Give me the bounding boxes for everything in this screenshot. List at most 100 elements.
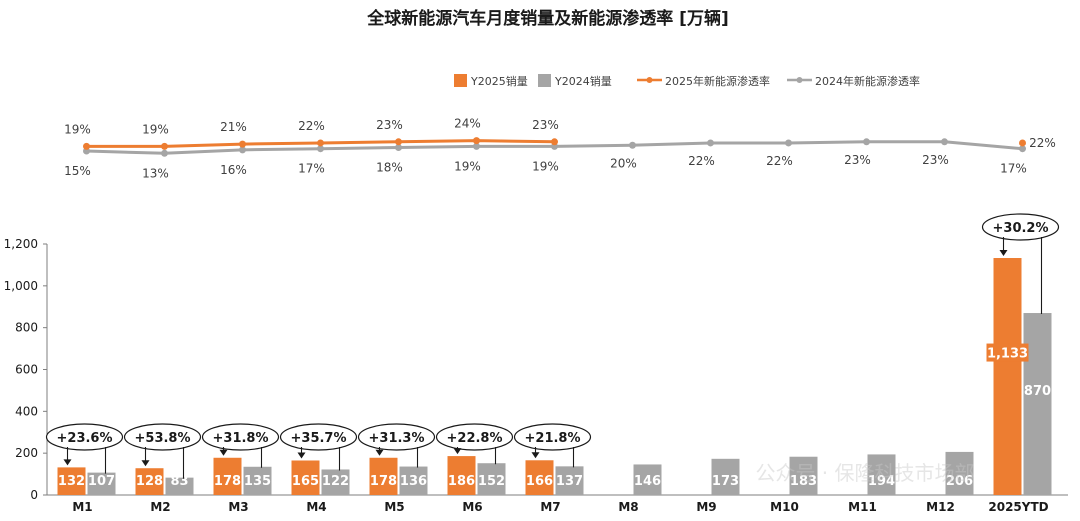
bar-2024-M9 <box>711 458 740 495</box>
value-label-2025-M3: 178 <box>214 474 241 489</box>
penetration-point-2025-M4 <box>317 139 324 147</box>
bar-2024-M1 <box>87 472 116 495</box>
x-tick-label-M7: M7 <box>540 500 560 514</box>
growth-bubble-M2 <box>123 423 202 451</box>
growth-arrowhead-2025 <box>531 452 540 459</box>
value-label-2024-M3: 135 <box>244 474 271 489</box>
penetration-label-2024-M1: 15% <box>64 164 91 178</box>
growth-bubble-M5 <box>357 423 436 451</box>
legend-swatch-2025-sales <box>454 74 467 87</box>
growth-arrowhead-2025 <box>63 459 72 466</box>
y-tick-label: 1,000 <box>4 279 38 293</box>
growth-bubble-M3 <box>201 423 280 451</box>
bar-2024-M7 <box>555 466 584 495</box>
bar-2024-M3 <box>243 466 272 495</box>
x-tick-label-M3: M3 <box>228 500 248 514</box>
penetration-point-2024-M6 <box>473 142 480 150</box>
penetration-lines: 15%13%16%17%18%19%19%20%22%22%23%23%17%1… <box>64 117 1056 181</box>
growth-label-M3: +31.8% <box>213 431 269 446</box>
penetration-point-2024-M12 <box>941 138 948 146</box>
penetration-point-2025-M2 <box>161 142 168 150</box>
penetration-label-2024-M9: 22% <box>688 154 715 168</box>
growth-bubble-M4 <box>279 423 358 451</box>
penetration-point-2025-2025YTD <box>1019 139 1026 147</box>
legend-label-2025-penetration: 2025年新能源渗透率 <box>665 74 770 88</box>
bar-2025-M6 <box>447 456 476 495</box>
bar-2024-M10 <box>789 456 818 495</box>
x-tick-label-M10: M10 <box>770 500 799 514</box>
x-tick-label-M9: M9 <box>696 500 716 514</box>
y-tick-label: 200 <box>15 446 38 460</box>
value-label-2025-M4: 165 <box>292 474 319 489</box>
growth-arrowhead-2025 <box>999 250 1008 257</box>
value-label-2024-M11: 194 <box>868 474 895 489</box>
growth-label-M5: +31.3% <box>369 431 425 446</box>
bar-2025-M5 <box>369 457 398 495</box>
penetration-label-2025-M3: 21% <box>220 120 247 134</box>
growth-arrowhead-2025 <box>297 452 306 459</box>
value-label-2024-M5: 136 <box>400 474 427 489</box>
value-label-2024-M2: 83 <box>170 474 188 489</box>
value-label-2024-M6: 152 <box>478 474 505 489</box>
penetration-label-2024-M11: 23% <box>844 153 871 167</box>
value-label-2024-M1: 107 <box>88 474 115 489</box>
penetration-label-2024-M8: 20% <box>610 156 637 170</box>
penetration-label-2024-M12: 23% <box>922 153 949 167</box>
y-tick-label: 0 <box>30 488 38 502</box>
y-tick-label: 1,200 <box>4 237 38 251</box>
growth-bubble-M7 <box>513 423 592 451</box>
value-label-2024-M12: 206 <box>946 474 973 489</box>
legend-marker-2025-penetration <box>646 77 653 83</box>
penetration-label-2024-2025YTD: 17% <box>1000 162 1027 176</box>
bar-2024-M11 <box>867 454 896 495</box>
penetration-label-2024-M3: 16% <box>220 163 247 177</box>
penetration-point-2025-M6 <box>473 137 480 145</box>
growth-label-M2: +53.8% <box>135 431 191 446</box>
bar-2025-M3 <box>213 457 242 495</box>
penetration-point-2024-M9 <box>707 139 714 147</box>
growth-label-2025YTD: +30.2% <box>993 221 1049 236</box>
legend-swatch-2024-sales <box>538 74 551 87</box>
growth-arrowhead-2025 <box>453 448 462 455</box>
bar-2025-M1 <box>57 467 86 495</box>
value-label-2025-M1: 132 <box>58 474 85 489</box>
value-label-2024-M7: 137 <box>556 474 583 489</box>
bar-2024-M6 <box>477 463 506 495</box>
value-label-2024-M4: 122 <box>322 474 349 489</box>
value-label-2025-M5: 178 <box>370 474 397 489</box>
growth-label-M6: +22.8% <box>447 431 503 446</box>
x-tick-label-M1: M1 <box>72 500 92 514</box>
growth-arrowhead-2025 <box>141 460 150 467</box>
penetration-label-2025-M5: 23% <box>376 118 403 132</box>
bar-2024-M12 <box>945 451 974 495</box>
penetration-point-2024-M5 <box>395 144 402 152</box>
penetration-label-2024-M5: 18% <box>376 161 403 175</box>
x-tick-label-M11: M11 <box>848 500 877 514</box>
growth-bubble-M1 <box>45 423 124 451</box>
penetration-point-2024-M10 <box>785 139 792 147</box>
growth-label-M1: +23.6% <box>57 431 113 446</box>
penetration-point-2024-2025YTD <box>1019 145 1026 153</box>
value-label-2024-M9: 173 <box>712 474 739 489</box>
penetration-point-2025-M3 <box>239 140 246 148</box>
growth-annotations: +23.6%+53.8%+31.8%+35.7%+31.3%+22.8%+21.… <box>45 213 1060 479</box>
x-tick-label-2025YTD: 2025YTD <box>988 500 1048 514</box>
legend-label-2024-sales: Y2024销量 <box>554 74 612 88</box>
legend: Y2025销量 Y2024销量 2025年新能源渗透率 2024年新能源渗透率 <box>454 74 920 88</box>
growth-bubble-M6 <box>435 423 514 451</box>
penetration-point-2025-M5 <box>395 138 402 146</box>
legend-marker-2024-penetration <box>796 77 803 83</box>
bar-2024-M8 <box>633 464 662 495</box>
bar-2025-M7 <box>525 460 554 495</box>
penetration-point-2024-M3 <box>239 146 246 154</box>
penetration-label-2025-2025YTD: 22% <box>1029 136 1056 150</box>
growth-label-M4: +35.7% <box>291 431 347 446</box>
penetration-label-2025-M1: 19% <box>64 122 91 136</box>
value-label-2025-2025YTD: 1,133 <box>987 347 1028 362</box>
x-tick-label-M4: M4 <box>306 500 326 514</box>
penetration-label-2025-M4: 22% <box>298 119 325 133</box>
y-tick-label: 400 <box>15 404 38 418</box>
penetration-label-2025-M7: 23% <box>532 118 559 132</box>
